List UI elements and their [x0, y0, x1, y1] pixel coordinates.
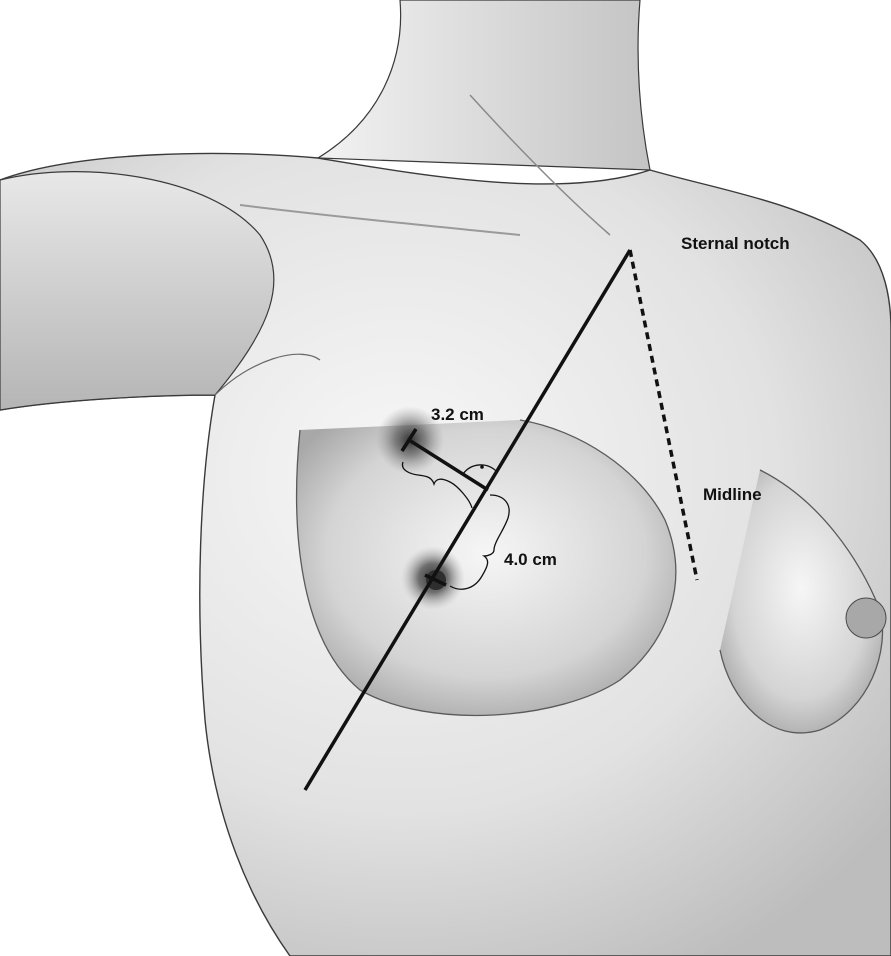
sternal-notch-label: Sternal notch	[681, 234, 790, 253]
distance-4-0-label: 4.0 cm	[504, 550, 557, 569]
right-angle-dot	[480, 465, 484, 469]
distance-3-2-label: 3.2 cm	[431, 405, 484, 424]
midline-label: Midline	[703, 485, 762, 504]
neck	[318, 0, 650, 170]
nipple-right	[846, 598, 886, 638]
